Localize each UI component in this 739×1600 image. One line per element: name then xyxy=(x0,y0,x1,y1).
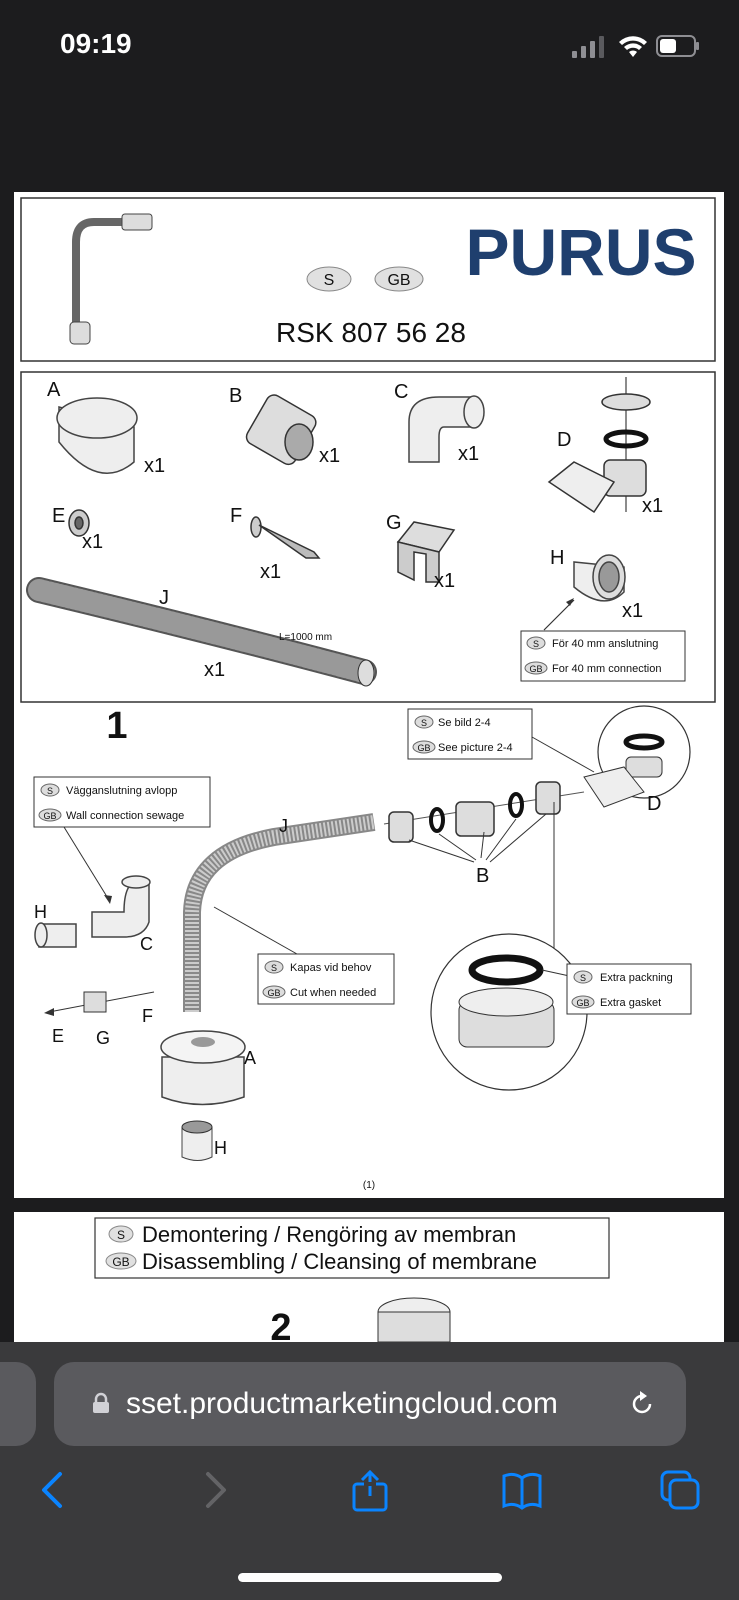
part-h-qty: x1 xyxy=(622,600,643,622)
share-icon[interactable] xyxy=(348,1468,392,1512)
lang-s-label: S xyxy=(324,272,335,289)
address-bar[interactable] xyxy=(54,1362,686,1446)
note-h-s: För 40 mm anslutning xyxy=(552,638,658,650)
cellular-signal-icon xyxy=(572,36,604,58)
part-b-icon xyxy=(245,394,317,466)
part-h-icon xyxy=(573,554,626,602)
svg-text:H: H xyxy=(34,902,47,922)
part-d-qty: x1 xyxy=(642,495,663,517)
svg-text:GB: GB xyxy=(43,811,56,821)
section-2-title-gb: Disassembling / Cleansing of membrane xyxy=(142,1249,537,1274)
part-f-letter: F xyxy=(230,505,242,527)
url-text[interactable]: sset.productmarketingcloud.com xyxy=(126,1387,558,1420)
document-page-1[interactable]: S GB PURUS RSK 807 56 28 A x1 B x1 C x1 … xyxy=(14,192,724,1198)
back-icon[interactable] xyxy=(32,1468,76,1512)
section-2-title-s: Demontering / Rengöring av membran xyxy=(142,1222,516,1247)
step-2-number: 2 xyxy=(270,1307,291,1342)
part-h-letter: H xyxy=(550,547,564,569)
svg-text:GB: GB xyxy=(529,664,542,674)
forward-icon[interactable] xyxy=(192,1468,236,1512)
part-j-letter: J xyxy=(159,587,169,609)
lang-gb-label: GB xyxy=(387,272,410,289)
svg-text:A: A xyxy=(244,1048,256,1068)
part-e-qty: x1 xyxy=(82,531,103,553)
wall-connection-gb: Wall connection sewage xyxy=(66,810,184,822)
svg-text:S: S xyxy=(580,973,586,983)
part-j-qty: x1 xyxy=(204,659,225,681)
cut-note-gb: Cut when needed xyxy=(290,987,376,999)
tabs-icon[interactable] xyxy=(658,1468,702,1512)
svg-text:F: F xyxy=(142,1006,153,1026)
part-b-qty: x1 xyxy=(319,445,340,467)
rsk-number: RSK 807 56 28 xyxy=(276,317,466,348)
see-picture-s: Se bild 2-4 xyxy=(438,717,491,729)
battery-icon xyxy=(656,35,699,57)
svg-text:E: E xyxy=(52,1026,64,1046)
brand-logo: PURUS xyxy=(465,215,696,289)
product-thumbnail-icon xyxy=(69,213,153,345)
part-e-icon xyxy=(68,509,90,537)
part-c-icon xyxy=(408,395,485,463)
svg-text:S: S xyxy=(271,963,277,973)
part-a-icon xyxy=(56,397,138,474)
svg-text:GB: GB xyxy=(576,998,589,1008)
step-1-number: 1 xyxy=(106,705,127,747)
svg-text:B: B xyxy=(476,865,489,887)
wall-connection-s: Vägganslutning avlopp xyxy=(66,785,177,797)
svg-text:H: H xyxy=(214,1138,227,1158)
see-picture-gb: See picture 2-4 xyxy=(438,742,513,754)
part-g-icon xyxy=(396,521,456,583)
bookmarks-icon[interactable] xyxy=(500,1468,544,1512)
reload-icon[interactable] xyxy=(626,1388,658,1420)
cut-note-s: Kapas vid behov xyxy=(290,962,372,974)
status-bar: 09:19 xyxy=(0,0,739,90)
instruction-drawing: S GB PURUS RSK 807 56 28 A x1 B x1 C x1 … xyxy=(20,197,716,1191)
part-c-letter: C xyxy=(394,381,408,403)
gasket-note-gb: Extra gasket xyxy=(600,997,661,1009)
part-b-exploded-icon xyxy=(388,781,561,843)
svg-text:GB: GB xyxy=(267,988,280,998)
svg-text:S: S xyxy=(533,639,539,649)
part-d-icon xyxy=(547,377,651,514)
previous-tab-pill[interactable] xyxy=(0,1362,36,1446)
part-d-letter: D xyxy=(557,429,571,451)
part-f-qty: x1 xyxy=(260,561,281,583)
svg-text:GB: GB xyxy=(417,743,430,753)
status-time: 09:19 xyxy=(60,28,132,59)
part-f-icon xyxy=(250,516,321,559)
part-a-letter: A xyxy=(47,379,61,401)
part-b-letter: B xyxy=(229,385,242,407)
page-number: (1) xyxy=(363,1180,375,1191)
lock-icon xyxy=(93,1392,109,1413)
svg-text:S: S xyxy=(421,718,427,728)
section-2-drawing: S Demontering / Rengöring av membran GB … xyxy=(94,1217,610,1342)
wifi-icon xyxy=(619,36,647,57)
page-gap xyxy=(0,90,739,190)
svg-text:J: J xyxy=(279,816,288,836)
svg-text:G: G xyxy=(96,1028,110,1048)
hose-length: L=1000 mm xyxy=(279,632,332,643)
svg-text:C: C xyxy=(140,934,153,954)
document-page-2[interactable]: S Demontering / Rengöring av membran GB … xyxy=(14,1212,724,1342)
part-a-qty: x1 xyxy=(144,455,165,477)
note-h-gb: For 40 mm connection xyxy=(552,663,661,675)
gasket-note-s: Extra packning xyxy=(600,972,673,984)
home-indicator xyxy=(238,1573,502,1582)
part-e-letter: E xyxy=(52,505,65,527)
svg-text:S: S xyxy=(117,1228,125,1242)
svg-text:D: D xyxy=(647,793,661,815)
part-c-qty: x1 xyxy=(458,443,479,465)
svg-text:GB: GB xyxy=(112,1255,129,1269)
part-g-qty: x1 xyxy=(434,570,455,592)
part-g-letter: G xyxy=(386,512,402,534)
svg-text:S: S xyxy=(47,786,53,796)
